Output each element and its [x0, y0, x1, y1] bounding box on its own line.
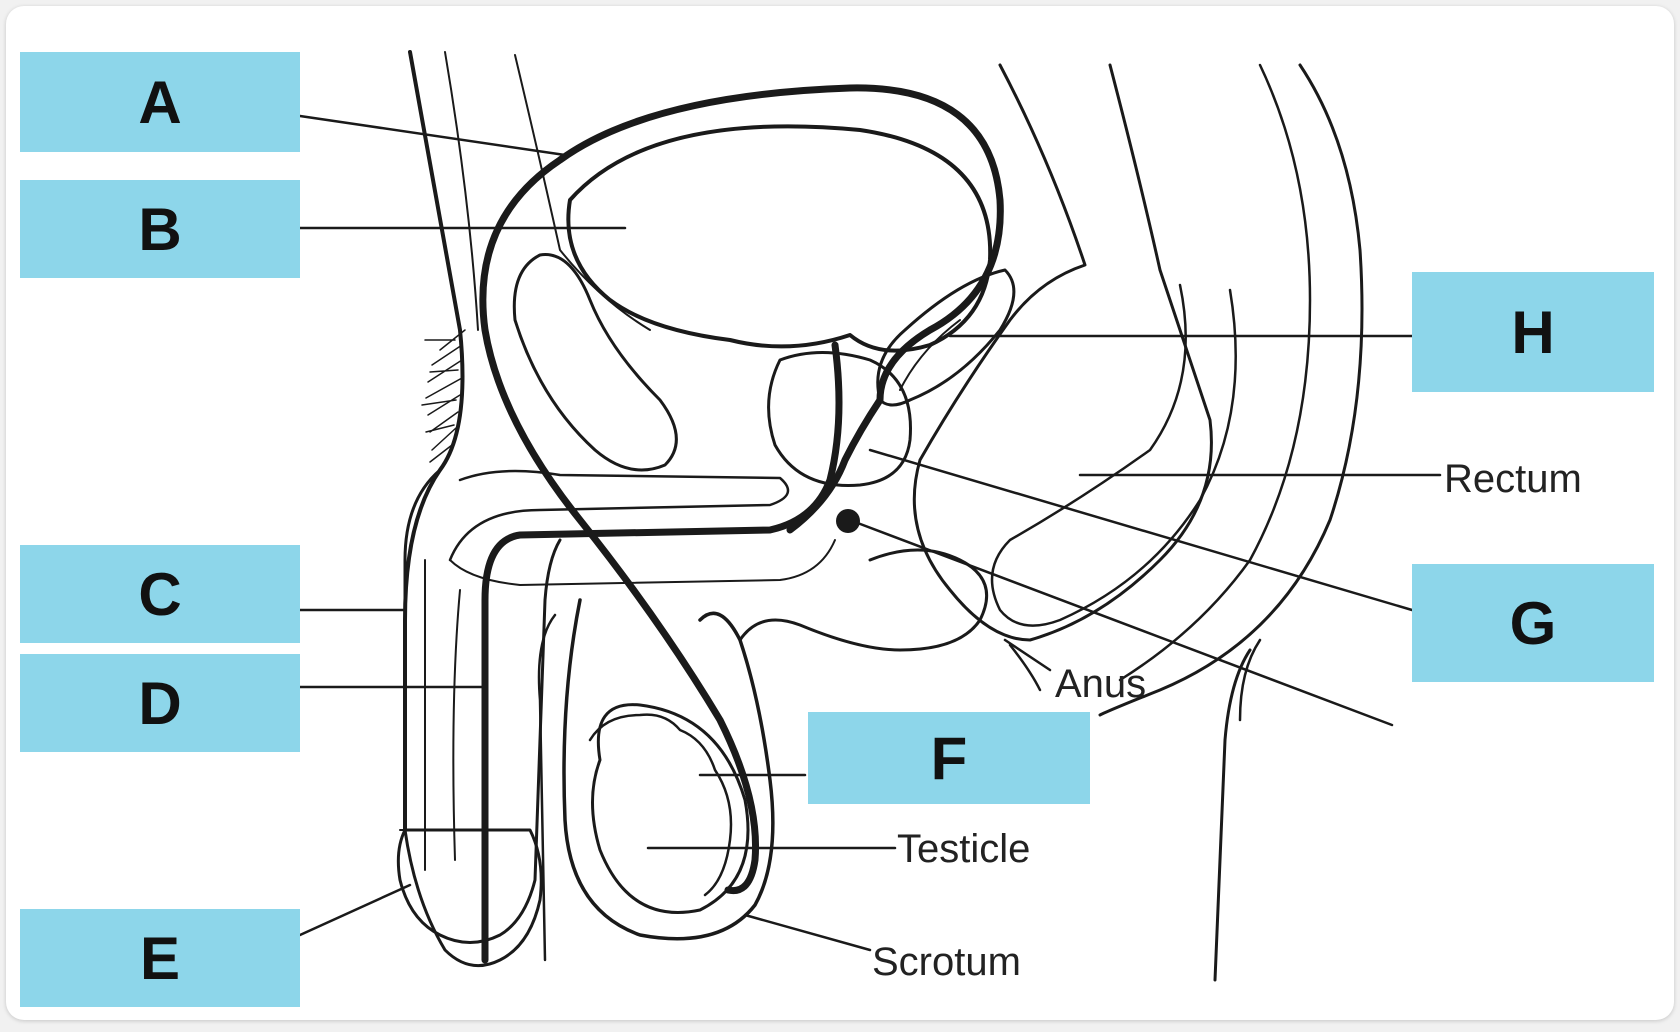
- epididymis: [588, 713, 733, 897]
- label-box-b[interactable]: B: [20, 180, 300, 278]
- buttock-outline: [1213, 648, 1252, 982]
- pubic-bone: [512, 253, 678, 472]
- rectum-outer: [912, 63, 1213, 642]
- label-box-e-text: E: [139, 924, 181, 992]
- label-box-d-text: D: [138, 669, 182, 737]
- testicle-outline: [591, 703, 750, 914]
- label-box-f-text: F: [930, 724, 968, 792]
- label-box-c-text: C: [138, 560, 182, 628]
- ejaculatory-duct: [481, 341, 843, 964]
- glans: [403, 828, 543, 968]
- rectum-inner: [990, 283, 1237, 627]
- penis-shaft: [396, 468, 562, 944]
- bladder-wall: [566, 124, 993, 353]
- label-box-g-text: G: [1509, 589, 1557, 657]
- label-anus: Anus: [1055, 662, 1146, 706]
- pubic-hair: [421, 329, 466, 463]
- label-box-h[interactable]: H: [1412, 272, 1654, 392]
- sacrum-inner: [1118, 63, 1312, 682]
- label-box-h-text: H: [1511, 298, 1555, 366]
- label-box-a[interactable]: A: [20, 52, 300, 152]
- label-box-g[interactable]: G: [1412, 564, 1654, 682]
- label-scrotum: Scrotum: [872, 940, 1021, 984]
- label-box-f[interactable]: F: [808, 712, 1090, 804]
- corpus-cavernosum: [448, 469, 790, 562]
- peritoneum-line: [514, 54, 651, 331]
- perineum-outline: [738, 548, 989, 652]
- label-box-b-text: B: [138, 195, 182, 263]
- label-box-d[interactable]: D: [20, 654, 300, 752]
- diagram-card: Rectum Anus Testicle Scrotum A B C D E F…: [6, 6, 1674, 1020]
- corpus-spongiosum: [449, 539, 836, 586]
- label-box-e[interactable]: E: [20, 909, 300, 1007]
- label-rectum: Rectum: [1444, 457, 1582, 501]
- vas-deferens: [479, 84, 1004, 895]
- bulbourethral-gland: [836, 509, 860, 533]
- leader-lines: [298, 114, 1442, 952]
- sacrum: [1098, 63, 1364, 717]
- label-box-a-text: A: [138, 68, 182, 136]
- seminal-vesicle: [876, 268, 1016, 407]
- scrotum-outline: [562, 598, 775, 941]
- label-box-c[interactable]: C: [20, 545, 300, 643]
- label-testicle: Testicle: [897, 827, 1030, 871]
- prostate: [767, 351, 912, 487]
- front-body-inner-outline: [444, 51, 479, 331]
- anatomy-diagram: Rectum Anus Testicle Scrotum: [298, 50, 1582, 984]
